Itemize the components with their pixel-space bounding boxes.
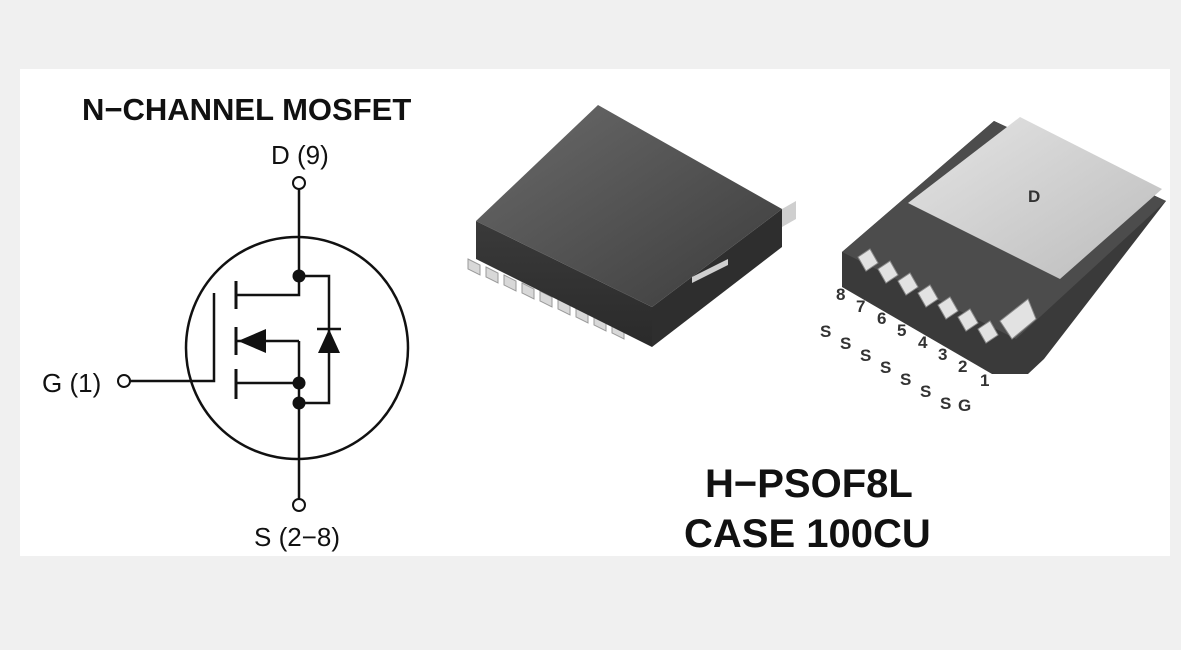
pin-number: 7	[856, 297, 865, 316]
source-terminal-icon	[292, 498, 306, 512]
package-top-right-face	[652, 209, 782, 347]
package-case: CASE 100CU	[684, 512, 931, 556]
pin-number-row: 8 7 6 5 4 3 2 1	[836, 285, 989, 390]
package-name: H−PSOF8L	[705, 462, 913, 506]
package-bottom-view: D 8 7 6 5 4 3 2 1 S S S S	[820, 117, 1166, 415]
gate-pin-label: G (1)	[42, 368, 101, 398]
pin-function: S	[880, 358, 891, 377]
package-top-marking	[692, 259, 728, 283]
pin-function: S	[900, 370, 911, 389]
drain-connection	[236, 276, 301, 297]
body-arrow-icon	[238, 329, 266, 353]
gate-electrode	[130, 293, 216, 383]
body-diode-icon	[318, 329, 340, 353]
gate-terminal-icon	[117, 374, 131, 388]
pin-number: 2	[958, 357, 967, 376]
pin-number: 3	[938, 345, 947, 364]
source-pin-label: S (2−8)	[254, 522, 340, 552]
mosfet-figure: N−CHANNEL MOSFET D (9) G (1)	[42, 92, 1166, 556]
drain-terminal-icon	[292, 176, 306, 190]
drain-tab-label: D	[1028, 187, 1040, 206]
pin-function: S	[820, 322, 831, 341]
package-bottom-pins	[857, 248, 1037, 344]
package-top-leads	[467, 258, 625, 340]
pin-number: 8	[836, 285, 845, 304]
drain-tab	[908, 117, 1162, 279]
pin-number: 4	[918, 333, 928, 352]
schematic-title: N−CHANNEL MOSFET	[82, 92, 411, 127]
schematic-symbol: N−CHANNEL MOSFET D (9) G (1)	[42, 92, 411, 552]
device-outline-circle	[184, 235, 410, 461]
package-top-view	[467, 105, 796, 347]
package-top-back-lead	[782, 201, 796, 227]
pin-function: S	[940, 394, 951, 413]
pin-function: S	[840, 334, 851, 353]
pin-function-row: S S S S S S S G	[820, 322, 971, 415]
figure-panel: N−CHANNEL MOSFET D (9) G (1)	[20, 69, 1170, 556]
pin-function: G	[958, 396, 971, 415]
pin-number: 6	[877, 309, 886, 328]
pin-function: S	[860, 346, 871, 365]
package-top-side-face	[476, 221, 652, 347]
pin-number: 5	[897, 321, 906, 340]
drain-pin-label: D (9)	[271, 140, 329, 170]
pin-number: 1	[980, 371, 989, 390]
pin-function: S	[920, 382, 931, 401]
package-top-face	[476, 105, 782, 307]
